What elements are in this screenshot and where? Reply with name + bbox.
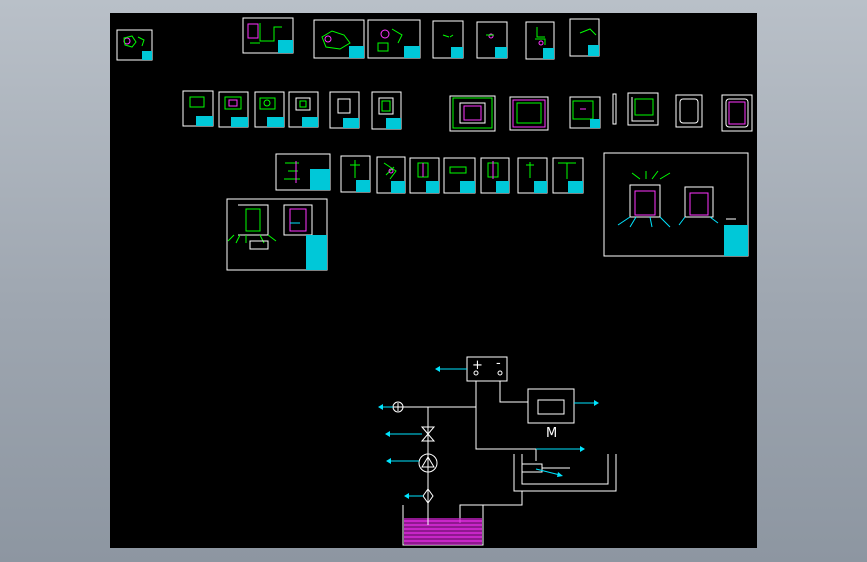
drawing-sheet[interactable] <box>517 157 548 194</box>
cylinder-housing <box>513 454 617 492</box>
drawing-sheet-large[interactable] <box>226 198 328 271</box>
drawing-sheet[interactable] <box>612 92 659 126</box>
drawing-sheet[interactable] <box>288 91 319 128</box>
drawing-sheet[interactable] <box>675 94 703 128</box>
drawing-sheet[interactable] <box>409 157 440 194</box>
drawing-sheet[interactable] <box>525 21 555 60</box>
drawing-sheet[interactable] <box>480 157 510 194</box>
drawing-sheet[interactable] <box>313 19 365 59</box>
drawing-sheet[interactable] <box>569 18 600 57</box>
drawing-sheet[interactable] <box>340 155 371 193</box>
drawing-sheet[interactable] <box>275 153 331 191</box>
drawing-sheet[interactable] <box>552 157 584 194</box>
motor-label: M <box>546 426 557 441</box>
drawing-sheet[interactable] <box>721 94 753 132</box>
drawing-sheet[interactable] <box>376 156 406 194</box>
motor-box <box>527 388 575 424</box>
drawing-sheet[interactable] <box>367 19 421 59</box>
drawing-sheet[interactable] <box>242 17 294 54</box>
drawing-sheet[interactable] <box>254 91 285 128</box>
drawing-sheet[interactable] <box>443 157 476 194</box>
supply-minus-label: - <box>496 356 501 371</box>
hydraulic-schematic[interactable]: + - M <box>378 356 617 546</box>
drawing-sheet[interactable] <box>371 91 402 130</box>
drawing-sheet[interactable] <box>509 96 549 131</box>
drawing-sheet[interactable] <box>449 95 496 132</box>
supply-plus-label: + <box>472 358 483 373</box>
drawing-sheet[interactable] <box>218 91 249 128</box>
drawing-sheet-large[interactable] <box>603 152 749 257</box>
check-valve <box>420 426 436 442</box>
drawing-sheet[interactable] <box>432 20 464 59</box>
drawing-sheet[interactable] <box>329 91 360 129</box>
drawing-sheet[interactable] <box>116 29 153 61</box>
drawing-sheet[interactable] <box>476 21 508 59</box>
drawing-canvas[interactable]: + - M <box>110 13 757 548</box>
drawing-sheet[interactable] <box>182 90 214 127</box>
drawing-sheet[interactable] <box>569 96 601 129</box>
drawing-svg: + - M <box>116 17 753 546</box>
pump <box>418 453 438 473</box>
